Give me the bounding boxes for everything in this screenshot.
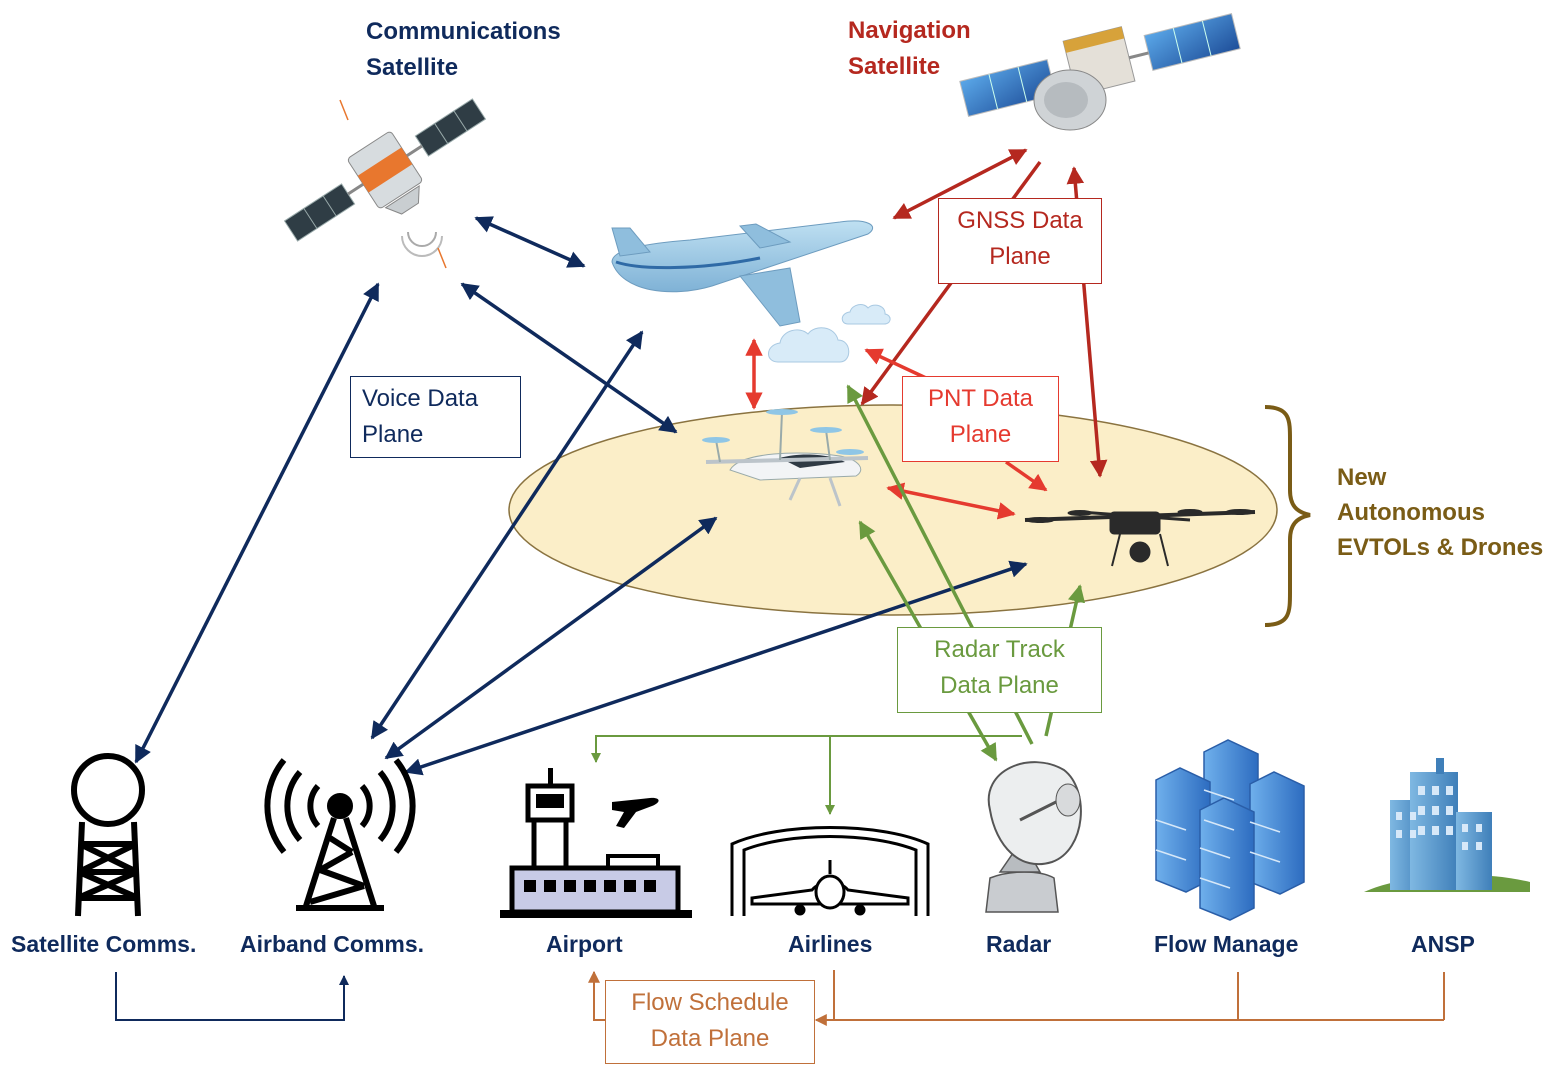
drone-icon xyxy=(1024,509,1256,567)
radar-label: Radar xyxy=(986,931,1052,957)
antenna-tower-icon xyxy=(264,758,416,911)
pnt-arrow xyxy=(886,482,1016,520)
evtol-icon xyxy=(702,409,869,507)
zone-label: New Autonomous EVTOLs & Drones xyxy=(1337,464,1544,561)
voice-data-plane-box: Voice Data Plane xyxy=(350,376,521,458)
airlines-label: Airlines xyxy=(788,931,873,957)
airband-comms-label: Airband Comms. xyxy=(240,931,425,957)
pnt-data-plane-box: PNT Data Plane xyxy=(902,376,1059,462)
ansp-label: ANSP xyxy=(1411,931,1475,957)
radar-dish-icon xyxy=(985,761,1082,913)
zone-brace-icon xyxy=(1264,405,1311,627)
flow-manage-label: Flow Manage xyxy=(1154,931,1299,957)
server-stack-icon xyxy=(1155,739,1305,921)
navigation-satellite-label: Navigation Satellite xyxy=(848,17,971,80)
flow-schedule-data-plane-box: Flow Schedule Data Plane xyxy=(605,980,815,1064)
voice-arrow xyxy=(474,216,586,268)
communications-satellite-icon xyxy=(283,98,487,269)
airport-label: Airport xyxy=(546,931,623,957)
pnt-arrow xyxy=(1004,460,1048,492)
flow-schedule-line xyxy=(588,970,606,1021)
water-tower-icon xyxy=(71,753,145,917)
navigation-satellite-icon xyxy=(959,13,1241,131)
hangar-icon xyxy=(730,826,930,916)
voice-arrow xyxy=(134,282,380,764)
airliner-icon xyxy=(611,220,874,327)
cloud-icon xyxy=(768,304,891,363)
satellite-comms-label: Satellite Comms. xyxy=(11,931,197,957)
radar-track-data-plane-box: Radar Track Data Plane xyxy=(897,627,1102,713)
office-building-icon xyxy=(1364,758,1530,892)
pnt-arrow xyxy=(864,348,927,380)
comms-link-line xyxy=(115,972,349,1021)
gnss-data-plane-box: GNSS Data Plane xyxy=(938,198,1102,284)
radar-feed-line xyxy=(591,735,1022,763)
gnss-arrow xyxy=(892,148,1028,220)
airport-icon xyxy=(500,768,692,918)
communications-satellite-label: Communications Satellite xyxy=(366,18,561,81)
